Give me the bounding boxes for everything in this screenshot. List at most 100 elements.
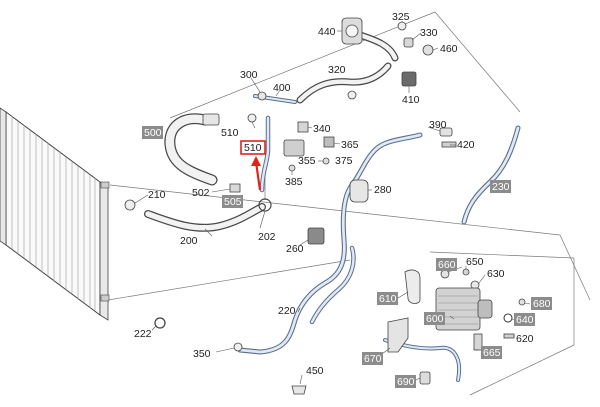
condenser: [0, 107, 110, 321]
part-390: [439, 127, 453, 137]
part-440-port: [345, 24, 359, 38]
condenser-core: [5, 111, 101, 316]
label-340: 340: [313, 123, 331, 135]
part-665: [473, 333, 483, 351]
label-420: 420: [457, 139, 475, 151]
label-325: 325: [392, 11, 410, 23]
label-350: 350: [193, 348, 211, 360]
label-320: 320: [328, 64, 346, 76]
label-505: 505: [224, 196, 242, 208]
label-280: 280: [374, 184, 392, 196]
part-690: [419, 371, 431, 385]
bg-600: [424, 312, 445, 325]
label-510-top: 510: [221, 127, 239, 139]
components: [124, 17, 526, 395]
part-640-oring: [503, 313, 513, 323]
part-600-housing: [477, 299, 493, 319]
callout-box: [240, 140, 266, 155]
label-665: 665: [483, 347, 501, 359]
label-502: 502: [192, 187, 210, 199]
hose-500-body: [165, 114, 217, 185]
bg-690: [395, 375, 416, 388]
label-450: 450: [306, 365, 324, 377]
part-505-bracket: [229, 183, 241, 193]
label-200: 200: [180, 235, 198, 247]
bg-670: [362, 352, 383, 365]
label-690: 690: [397, 376, 415, 388]
label-202: 202: [258, 231, 276, 243]
bg-505: [222, 195, 243, 208]
label-222: 222: [134, 328, 152, 340]
label-440: 440: [318, 26, 336, 38]
callout-510: [240, 140, 266, 191]
pipe-510-body: [260, 116, 270, 192]
label-460: 460: [440, 43, 458, 55]
label-330: 330: [420, 27, 438, 39]
label-365: 365: [341, 139, 359, 151]
callout-arrow-shaft: [254, 161, 262, 191]
label-640: 640: [516, 314, 534, 326]
label-260: 260: [286, 243, 304, 255]
part-350: [233, 342, 243, 352]
label-210: 210: [148, 189, 166, 201]
part-210: [124, 199, 136, 211]
part-365-valve: [283, 139, 305, 157]
part-280-drier: [349, 179, 369, 203]
part-325-ring: [397, 21, 407, 31]
hose-500-fitting: [202, 113, 220, 126]
pipe-220-body: [238, 133, 422, 354]
part-420: [441, 141, 457, 148]
label-620: 620: [516, 333, 534, 345]
frame-right-lower: [559, 234, 591, 301]
part-222-oring: [154, 317, 166, 329]
bg-610: [377, 292, 398, 305]
label-400: 400: [273, 82, 291, 94]
part-330: [403, 37, 414, 48]
frame-mid-edge: [109, 184, 561, 236]
part-375: [322, 157, 330, 165]
bg-665: [481, 346, 502, 359]
part-300: [257, 91, 267, 101]
part-340: [297, 121, 309, 133]
part-260-valve: [307, 227, 325, 245]
part-320-clip: [347, 90, 357, 100]
frame-cooler-top: [429, 251, 575, 259]
frame-top-edge: [169, 11, 436, 119]
label-650: 650: [466, 256, 484, 268]
pipe-parallel-body: [310, 246, 355, 324]
label-375: 375: [335, 155, 353, 167]
label-230: 230: [492, 181, 510, 193]
part-660: [440, 269, 450, 279]
label-630: 630: [487, 268, 505, 280]
label-355: 355: [298, 155, 316, 167]
frame-right-edge: [434, 11, 521, 113]
part-450-cap: [291, 385, 307, 395]
part-620-bolt: [503, 333, 515, 339]
label-220: 220: [278, 305, 296, 317]
part-385: [288, 164, 296, 172]
label-670: 670: [364, 353, 382, 365]
bg-500: [142, 126, 163, 139]
frame-lower-edge: [107, 259, 351, 301]
label-610: 610: [379, 293, 397, 305]
condenser-fins: [11, 116, 96, 311]
bg-230: [490, 180, 511, 193]
label-510-callout: 510: [244, 142, 262, 154]
hose-320-body: [297, 63, 391, 103]
part-365-plug: [323, 136, 335, 148]
part-670-bracket: [387, 317, 409, 353]
bg-680: [531, 297, 552, 310]
condenser-bracket-bottom: [100, 294, 110, 302]
label-600: 600: [426, 313, 444, 325]
condenser-bracket-top: [100, 181, 110, 189]
frame-cooler-bottom: [469, 344, 575, 396]
bg-640: [514, 313, 535, 326]
leader-lines: [134, 21, 531, 385]
label-500: 500: [144, 127, 162, 139]
label-backgrounds: [142, 126, 552, 388]
condenser-left-tank: [0, 107, 7, 246]
hoses: [144, 31, 399, 232]
part-510-ring: [247, 113, 257, 123]
